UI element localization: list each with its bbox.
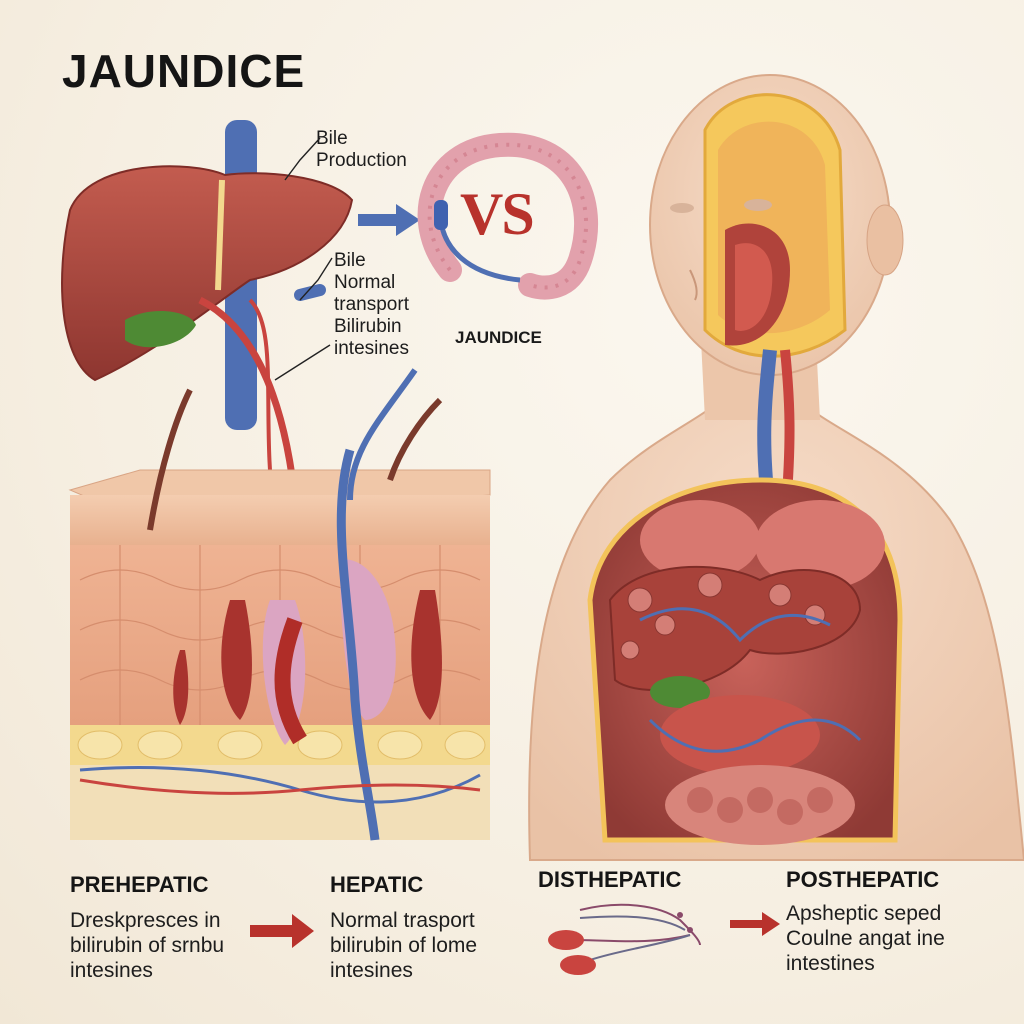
- stage-text: Apsheptic seped Coulne angat ine intesti…: [786, 902, 945, 975]
- skin-cross-section: [68, 368, 491, 841]
- arrow-right-icon: [730, 912, 780, 936]
- bile-production-label: Bile Production: [316, 128, 407, 171]
- arrow-right-icon: [358, 204, 420, 236]
- arrow-right-icon: [250, 914, 314, 948]
- pointer-line: [274, 344, 331, 381]
- pointer-line: [284, 137, 321, 181]
- vs-caption: JAUNDICE: [455, 328, 542, 347]
- bile-transport-label: Bile Normal transport Bilirubin intesine…: [334, 250, 409, 359]
- vs-intestine-loop: [417, 132, 599, 300]
- stage-text: Normal trasport bilirubin of lome intesi…: [330, 909, 478, 982]
- vs-badge: VS: [460, 181, 535, 247]
- stage-heading: PREHEPATIC: [70, 872, 209, 897]
- stage-disthepatic: DISTHEPATIC: [538, 867, 728, 893]
- stage-text: Dreskpresces in bilirubin of srnbu intes…: [70, 909, 225, 982]
- stage-prehepatic: PREHEPATIC Dreskpresces in bilirubin of …: [70, 872, 270, 983]
- stage-heading: POSTHEPATIC: [786, 867, 940, 892]
- stage-hepatic: HEPATIC Normal trasport bilirubin of lom…: [330, 872, 530, 983]
- disthepatic-duct-diagram: [548, 903, 701, 975]
- page-title: JAUNDICE: [62, 45, 306, 97]
- stage-posthepatic: POSTHEPATIC Apsheptic seped Coulne angat…: [786, 867, 1006, 976]
- pointer-line: [299, 257, 333, 301]
- stage-heading: HEPATIC: [330, 872, 424, 897]
- stage-heading: DISTHEPATIC: [538, 867, 682, 892]
- human-body-figure: [528, 74, 1024, 861]
